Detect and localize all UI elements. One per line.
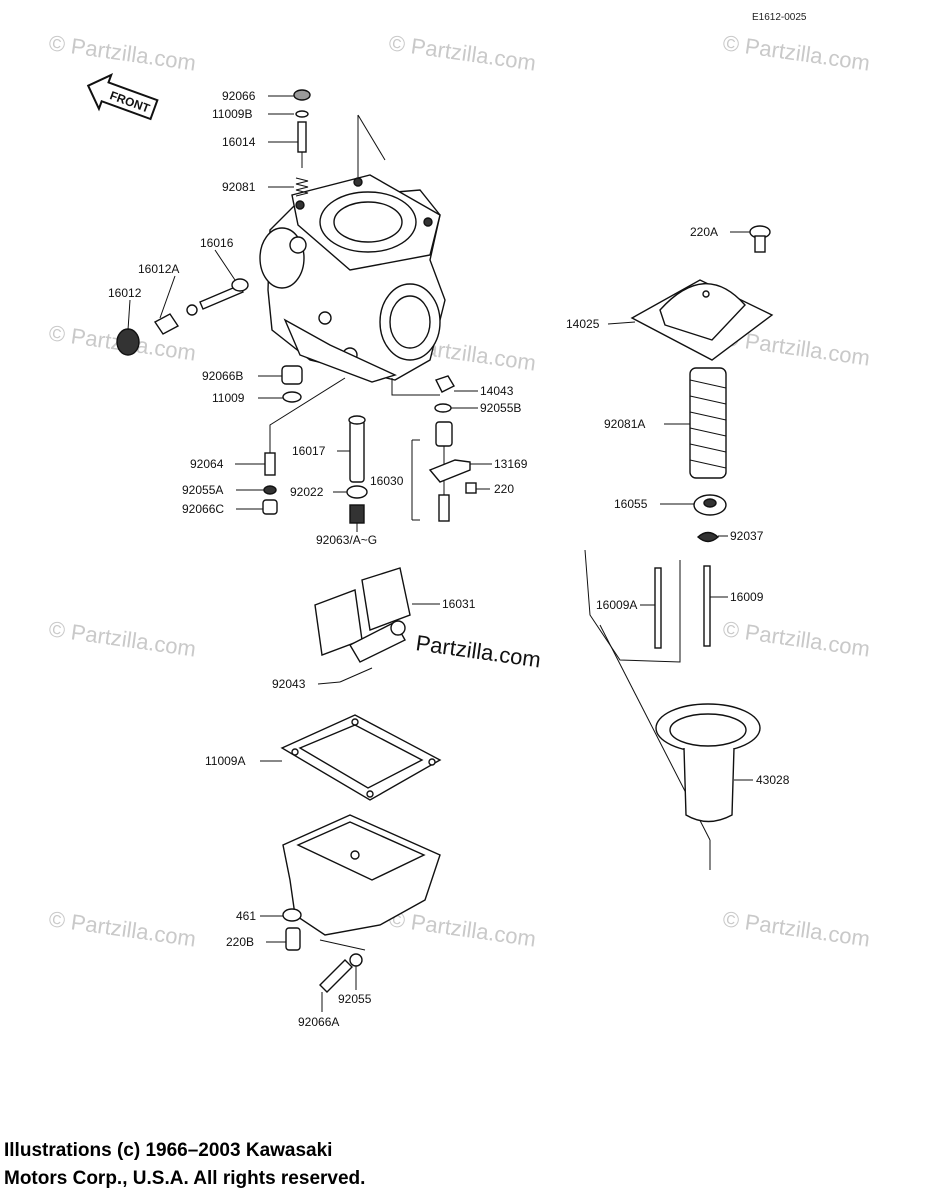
part-label: 11009	[212, 391, 245, 405]
copyright-line-1: Illustrations (c) 1966–2003 Kawasaki	[4, 1140, 333, 1161]
part-label: 92022	[290, 485, 324, 499]
part-label: 92037	[730, 529, 764, 543]
float-assembly	[314, 567, 411, 683]
part-label: 92081	[222, 180, 256, 194]
starter-plunger-group	[116, 278, 303, 403]
watermark: © Partzilla.com	[721, 616, 871, 661]
part-label: 16009	[730, 590, 764, 604]
part-label: 16055	[614, 497, 648, 511]
watermark: © Partzilla.com	[721, 30, 871, 75]
part-label: 11009A	[205, 754, 245, 768]
part-label: 43028	[756, 773, 790, 787]
watermark: © Partzilla.com	[387, 30, 537, 75]
part-label: 16014	[222, 135, 256, 149]
partzilla-label: Partzilla.com	[414, 630, 542, 672]
part-label: 14025	[566, 317, 600, 331]
front-arrow-icon: FRONT	[86, 73, 159, 121]
pilot-screw-group	[293, 89, 311, 197]
part-label: 92066A	[298, 1015, 339, 1029]
part-label: 16031	[442, 597, 476, 611]
watermark: © Partzilla.com	[721, 906, 871, 951]
part-label: 461	[236, 909, 256, 923]
carburetor-body	[259, 114, 446, 383]
part-label: 92043	[272, 677, 306, 691]
copyright-line-2: Motors Corp., U.S.A. All rights reserved…	[4, 1168, 366, 1189]
part-label: 92063/A~G	[316, 533, 377, 547]
watermarks: © Partzilla.com © Partzilla.com © Partzi…	[47, 30, 871, 951]
copyright-notice: Illustrations (c) 1966–2003 Kawasaki Mot…	[4, 1137, 365, 1193]
part-label: 16009A	[596, 598, 637, 612]
part-label: 16030	[370, 474, 404, 488]
part-label: 92066C	[182, 502, 224, 516]
part-label: 92055A	[182, 483, 223, 497]
part-label: 92066B	[202, 369, 243, 383]
part-label: 16017	[292, 444, 326, 458]
part-label: 220A	[690, 225, 718, 239]
watermark: © Partzilla.com	[47, 906, 197, 951]
part-label: 16012	[108, 286, 142, 300]
watermark: © Partzilla.com	[47, 30, 197, 75]
part-label: 92064	[190, 457, 224, 471]
part-label: 92081A	[604, 417, 645, 431]
jet-group	[262, 375, 477, 524]
vacuum-piston-group	[584, 225, 774, 870]
part-label: 11009B	[212, 107, 252, 121]
part-label: 92055	[338, 992, 372, 1006]
part-label: 14043	[480, 384, 514, 398]
part-labels: 92066 11009B 16014 92081 16016 16012A 16…	[108, 89, 790, 1029]
part-label: 16016	[200, 236, 234, 250]
float-bowl	[282, 814, 441, 993]
reference-code: E1612-0025	[752, 12, 807, 23]
part-label: 220	[494, 482, 514, 496]
part-label: 13169	[494, 457, 528, 471]
leader-lines	[127, 95, 753, 1012]
part-label: 16012A	[138, 262, 179, 276]
watermark: © Partzilla.com	[47, 616, 197, 661]
part-label: 92066	[222, 89, 256, 103]
part-label: 92055B	[480, 401, 521, 415]
float-bowl-gasket	[280, 714, 442, 801]
watermark: © Partzilla.com	[387, 906, 537, 951]
part-label: 220B	[226, 935, 254, 949]
